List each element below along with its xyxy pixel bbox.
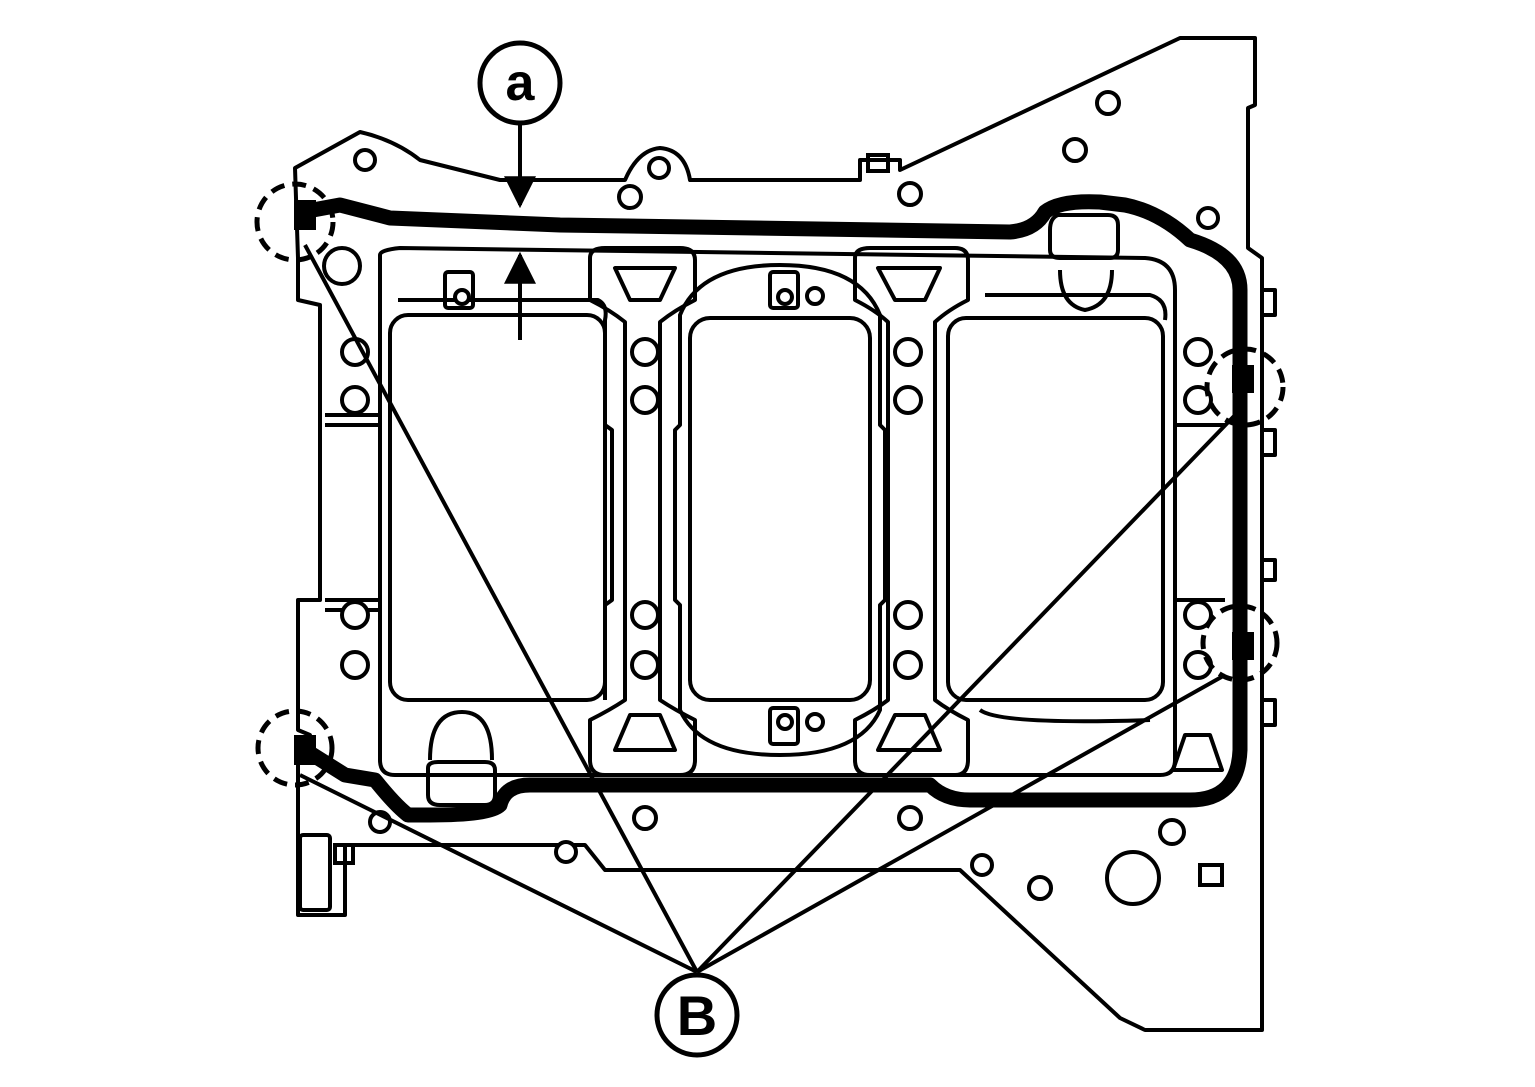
bolt-hole [617,184,643,210]
bolt-hole [340,600,370,630]
bolt-hole [893,650,923,680]
bolt-hole [897,181,923,207]
bolt-hole [353,148,377,172]
casting-outline [293,36,1277,1032]
sealant-marker-upper-left [254,181,336,263]
callout-a-circle [477,40,563,126]
bolt-hole [776,713,794,731]
callout-b-label: B [677,984,717,1047]
bearing-bridges [588,246,1224,777]
bolt-hole [805,712,825,732]
sealant-point-upper-right [1232,365,1254,393]
bolt-holes [322,90,1220,906]
bay-openings [388,263,1168,757]
bolt-hole [1183,650,1213,680]
sealant-point-upper-left [294,200,316,230]
sealant-point-lower-right [1232,632,1254,660]
bolt-hole [630,600,660,630]
bolt-hole [893,600,923,630]
bay-opening-left [388,313,607,702]
bolt-hole [340,385,370,415]
bolt-hole [893,385,923,415]
bolt-hole [1095,90,1121,116]
bolt-hole [630,650,660,680]
bolt-hole [1105,850,1161,906]
bolt-hole [1196,206,1220,230]
sealant-point-markers [254,181,1286,788]
sealant-bead [294,194,1248,823]
bolt-hole [897,805,923,831]
bolt-hole [630,385,660,415]
mounting-bosses [426,153,1224,887]
bolt-hole [893,337,923,367]
bolt-hole [453,288,471,306]
bolt-hole [340,650,370,680]
bolt-hole [1183,600,1213,630]
bolt-hole [1062,137,1088,163]
bolt-hole [776,288,794,306]
bolt-hole [647,156,671,180]
bolt-hole [1027,875,1053,901]
bolt-hole [1183,337,1213,367]
callout-a: a [477,40,563,126]
bay-opening-center [688,316,872,702]
bolt-hole [1183,385,1213,415]
callout-b: B [654,972,740,1058]
bolt-hole [630,337,660,367]
callout-a-label: a [506,54,536,112]
sealant-marker-upper-right [1204,346,1286,428]
bolt-hole [1158,818,1186,846]
lower-left-bracket [298,833,355,912]
bolt-hole [322,246,362,286]
sealant-point-lower-left [294,735,316,765]
leader-lines-b [299,244,1240,974]
sealant-marker-lower-right [1200,603,1280,683]
bolt-hole [632,805,658,831]
inner-frame [325,246,1225,777]
bolt-hole [970,853,994,877]
bolt-hole [554,840,578,864]
callout-b-circle [654,972,740,1058]
sealant-marker-lower-left [255,708,335,788]
bolt-hole [805,286,825,306]
bay-opening-right [946,316,1165,702]
sealant-points [294,200,1254,765]
